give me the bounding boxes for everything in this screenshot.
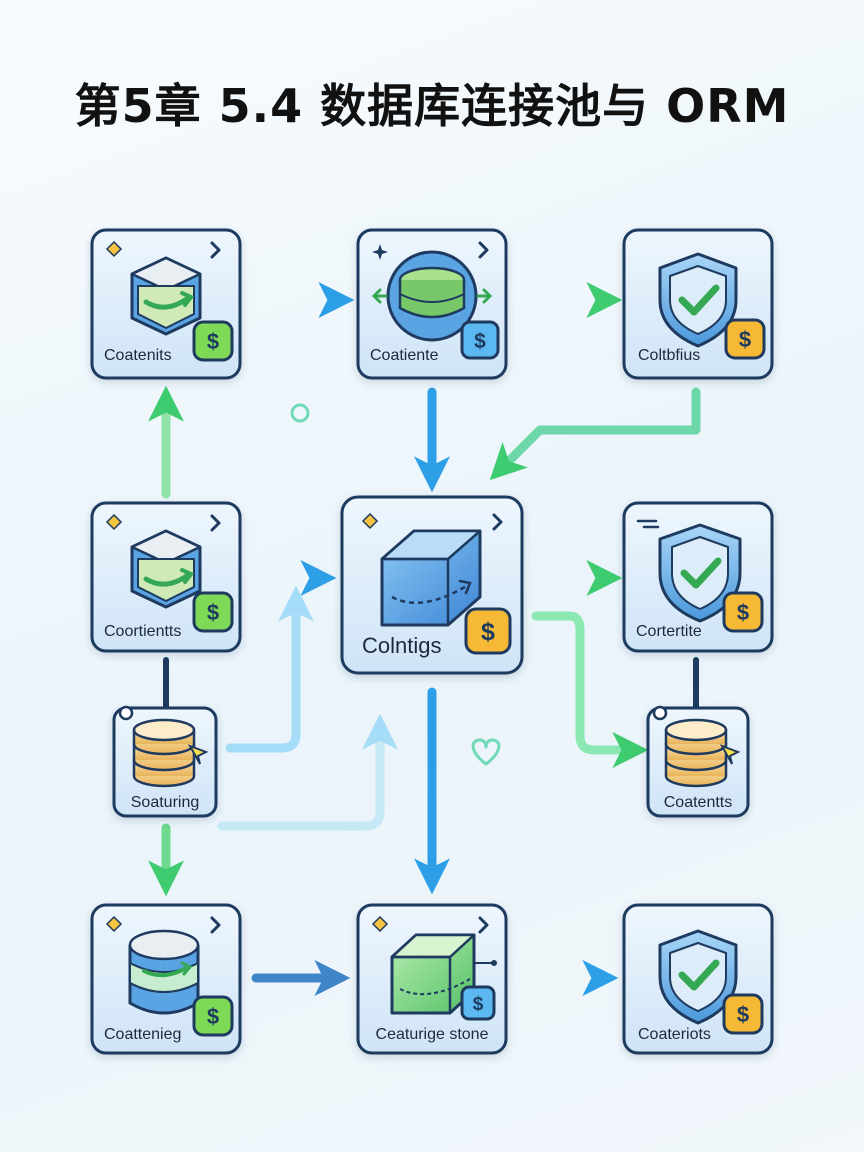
cursor-arrow-icon <box>187 744 209 765</box>
green-cube-icon <box>390 933 497 1015</box>
decorative-ring <box>290 403 310 423</box>
box-sync-icon <box>130 529 202 609</box>
page-title: 第5章 5.4 数据库连接池与 ORM <box>74 79 790 133</box>
node-mid-left[interactable]: $ Coortientts <box>90 501 242 653</box>
node-bottom-right[interactable]: $ Coateriots <box>622 903 774 1055</box>
database-cylinder-icon <box>371 250 493 342</box>
svg-text:$: $ <box>207 1004 219 1029</box>
dollar-badge: $ <box>460 320 500 360</box>
dollar-badge: $ <box>722 993 764 1035</box>
chevron-right-icon <box>210 514 221 532</box>
cursor-arrow-icon <box>719 744 741 765</box>
shield-check-icon <box>658 523 742 623</box>
box-sync-icon <box>130 256 202 336</box>
diamond-icon <box>361 512 379 530</box>
database-stack-icon <box>128 929 200 1015</box>
shield-check-icon <box>658 252 738 348</box>
svg-text:$: $ <box>481 618 495 646</box>
node-small-right[interactable]: Coatentts <box>646 705 750 818</box>
node-label: Cortertite <box>636 623 702 640</box>
shield-check-icon <box>658 929 738 1025</box>
chevron-right-icon <box>478 916 489 934</box>
svg-text:$: $ <box>207 600 219 625</box>
node-bottom-left[interactable]: $ Coattenieg <box>90 903 242 1055</box>
node-label: Coortientts <box>104 623 181 640</box>
svg-text:$: $ <box>737 1002 749 1027</box>
diamond-icon <box>105 240 123 258</box>
svg-text:$: $ <box>473 994 484 1015</box>
node-label: Coatiente <box>370 347 439 364</box>
dollar-badge: $ <box>724 318 766 360</box>
heart-icon <box>471 738 501 766</box>
speed-lines-icon <box>636 519 660 529</box>
svg-text:$: $ <box>739 327 751 352</box>
node-center[interactable]: $ Colntigs <box>340 495 524 675</box>
dollar-badge: $ <box>192 995 234 1037</box>
sparkle-icon <box>372 244 388 260</box>
node-top-right[interactable]: $ Coltbfius <box>622 228 774 380</box>
node-label: Coatentts <box>664 794 732 811</box>
svg-text:$: $ <box>207 329 219 354</box>
chevron-right-icon <box>210 916 221 934</box>
node-dot <box>652 705 668 721</box>
arrow-center-to-smallright <box>531 611 649 768</box>
node-top-left[interactable]: $ Coatenits <box>90 228 242 380</box>
chevron-right-icon <box>210 241 221 259</box>
dollar-badge: $ <box>460 985 496 1021</box>
connectors <box>148 282 701 996</box>
node-label: Coattenieg <box>104 1026 181 1043</box>
node-label: Coltbfius <box>638 347 700 364</box>
node-small-left[interactable]: Soaturing <box>112 705 218 818</box>
coin-stack-icon <box>132 718 209 788</box>
dollar-badge: $ <box>192 320 234 362</box>
node-label: Colntigs <box>362 633 441 658</box>
node-label: Soaturing <box>131 794 200 811</box>
svg-text:$: $ <box>737 600 749 625</box>
node-label: Ceaturige stone <box>376 1026 489 1043</box>
node-dot <box>118 705 134 721</box>
node-label: Coatenits <box>104 347 172 364</box>
dollar-badge: $ <box>722 591 764 633</box>
node-top-mid[interactable]: $ Coatiente <box>356 228 508 380</box>
node-label: Coateriots <box>638 1026 711 1043</box>
cube-icon <box>380 529 482 627</box>
dollar-badge: $ <box>192 591 234 633</box>
arrow-faint-elbow <box>217 713 398 831</box>
arrow-smallleft-to-center <box>225 585 314 753</box>
dollar-badge: $ <box>464 607 512 655</box>
chevron-right-icon <box>492 513 503 531</box>
diamond-icon <box>105 513 123 531</box>
chevron-right-icon <box>478 241 489 259</box>
node-mid-right[interactable]: $ Cortertite <box>622 501 774 653</box>
diamond-icon <box>371 915 389 933</box>
node-bottom-mid[interactable]: $ Ceaturige stone <box>356 903 508 1055</box>
coin-stack-icon <box>664 718 741 788</box>
arrow-topright-to-center <box>489 387 701 481</box>
svg-text:$: $ <box>474 330 486 353</box>
diamond-icon <box>105 915 123 933</box>
